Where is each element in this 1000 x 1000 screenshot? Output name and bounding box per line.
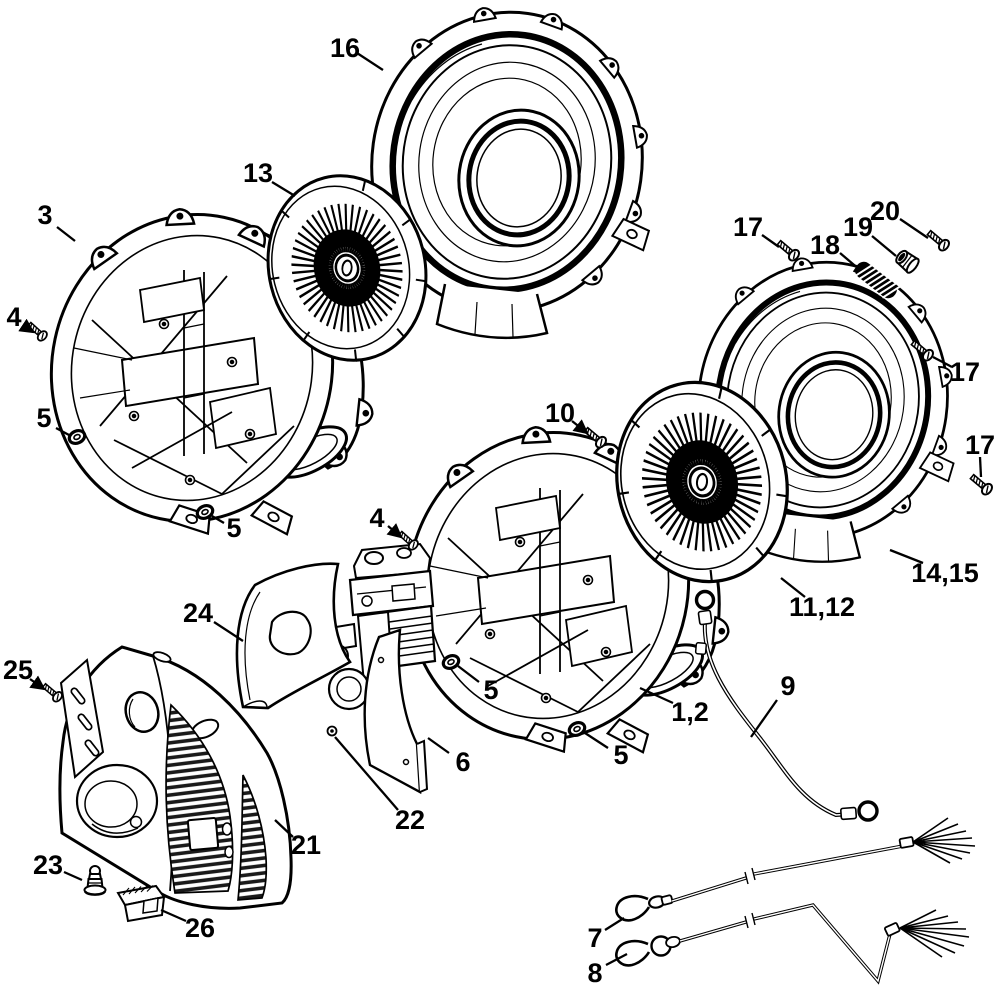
spring-18 [854,261,901,299]
part-label-26: 26 [185,913,215,943]
part-label-5: 5 [483,675,498,705]
leader-line-5 [457,665,480,683]
part-label-5: 5 [226,513,241,543]
leader-line-21 [274,819,294,838]
part-label-22: 22 [395,805,425,835]
part-label-16: 16 [330,33,360,63]
part-label-1,2: 1,2 [671,697,709,727]
leader-line-5 [211,515,225,524]
screw-17-a [774,237,803,264]
part-label-21: 21 [291,830,321,860]
part-label-8: 8 [587,958,602,988]
screw-20 [924,227,953,254]
part-label-11,12: 11,12 [789,592,855,622]
leader-line-8 [605,952,628,967]
part-label-17: 17 [733,212,763,242]
part-label-18: 18 [810,230,840,260]
part-label-6: 6 [455,747,470,777]
part-label-5: 5 [36,403,51,433]
part-label-4: 4 [6,302,21,332]
part-label-25: 25 [3,655,33,685]
part-label-4: 4 [369,503,384,533]
plug-19 [895,249,920,274]
leader-line-20 [899,218,929,239]
leader-line-3 [56,226,76,242]
leader-line-22 [334,736,399,811]
part-label-19: 19 [843,212,873,242]
leader-line-25 [29,675,46,691]
part-7-cable [615,817,976,922]
part-label-3: 3 [37,200,52,230]
leader-line-17 [761,234,780,248]
latch-26 [116,884,166,923]
leader-line-17 [978,456,983,478]
screw-22 [326,725,338,737]
buffer-23 [83,865,107,896]
leader-line-16 [356,52,384,71]
part-21-engine-cover [58,645,293,910]
part-label-10: 10 [545,398,575,428]
leader-line-6 [427,737,450,754]
part-label-17: 17 [965,430,995,460]
leader-line-4 [386,523,403,539]
leader-line-11,12 [780,577,806,598]
leader-line-14,15 [889,548,924,565]
part-label-9: 9 [780,671,795,701]
part-label-24: 24 [183,598,213,628]
part-6-baffle [363,628,429,795]
leader-line-5 [55,426,70,437]
leader-line-18 [839,252,861,271]
screw-4-left [24,319,50,344]
leader-line-4 [18,318,35,334]
part-label-5: 5 [613,740,628,770]
part-label-17: 17 [950,357,980,387]
part-label-14,15: 14,15 [911,558,979,588]
leader-line-17 [932,355,953,369]
leader-line-5 [584,732,609,749]
leader-line-13 [271,181,296,197]
leader-line-19 [871,235,897,257]
part-label-23: 23 [33,850,63,880]
leader-line-9 [750,699,778,738]
part-label-20: 20 [870,196,900,226]
part-label-13: 13 [243,158,273,188]
part-label-7: 7 [587,923,602,953]
leader-line-1,2 [639,686,674,705]
part-9-wire [694,589,879,822]
part-24-shroud [235,562,352,710]
part-8-cable [615,903,970,985]
leader-line-24 [213,621,244,642]
leader-line-26 [160,908,187,923]
leader-line-7 [604,917,625,931]
leader-line-10 [571,419,589,435]
hardware [24,227,996,923]
leader-line-23 [63,870,83,882]
